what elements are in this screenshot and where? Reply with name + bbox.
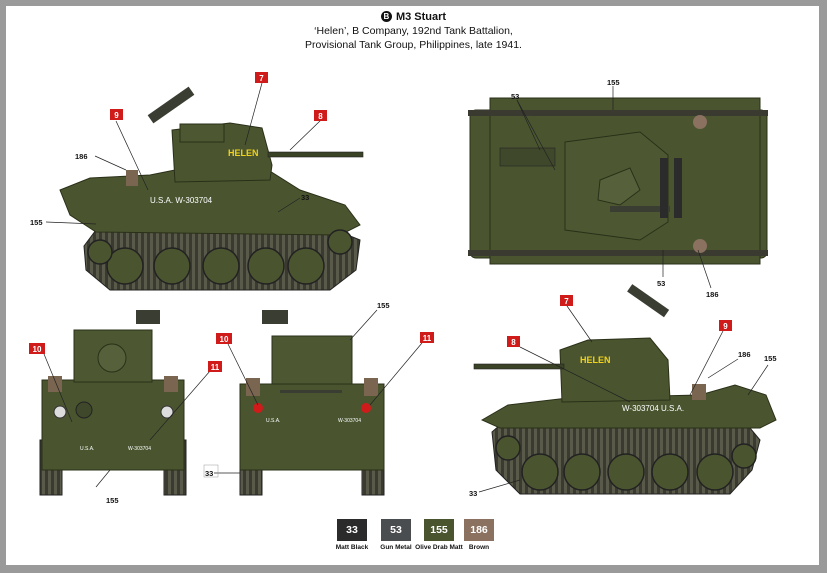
subtitle-line-1: ‘Helen’, B Company, 192nd Tank Battalion… — [314, 25, 513, 37]
swatch-155: 155 — [424, 519, 454, 541]
callout-10-rear-text: 10 — [220, 335, 229, 344]
callout-9-left-text: 9 — [114, 111, 119, 120]
leader-lines — [43, 82, 769, 493]
right-turret-name: HELEN — [580, 355, 611, 365]
top-view — [468, 97, 768, 265]
right-side-view: HELEN W-303704 U.S.A. — [473, 284, 777, 495]
label-155-front: 155 — [106, 496, 119, 505]
callout-8-left-text: 8 — [318, 112, 323, 121]
rear-usa: U.S.A. — [266, 418, 280, 424]
label-186-left: 186 — [75, 152, 88, 161]
swatch-33: 33 — [337, 519, 367, 541]
swatch-186-name: Brown — [468, 544, 490, 551]
callout-7-right-text: 7 — [564, 297, 569, 306]
label-33-rear-box — [203, 464, 219, 478]
callout-9-right-text: 9 — [723, 322, 728, 331]
left-serial: U.S.A. W-303704 — [150, 196, 213, 205]
swatch-155-name: Olive Drab Matt — [415, 544, 463, 551]
swatch-33-name: Matt Black — [335, 544, 369, 551]
callout-10-front — [29, 343, 45, 354]
label-186-top: 186 — [706, 290, 719, 299]
label-33-rear: 33 — [205, 469, 213, 478]
callout-7-right — [560, 295, 573, 306]
callout-11-rear-text: 11 — [423, 334, 432, 343]
callout-10-front-text: 10 — [33, 345, 42, 354]
title-text: M3 Stuart — [395, 11, 447, 23]
callout-11-front-text: 11 — [211, 363, 220, 372]
callouts: 7 8 9 10 11 10 11 7 8 9 — [29, 72, 732, 372]
front-view: U.S.A. W-303704 — [39, 310, 187, 496]
callout-7-left-text: 7 — [259, 74, 264, 83]
scheme-badge: B — [380, 11, 392, 22]
color-labels: 186 155 33 53 155 53 186 155 33 155 186 … — [30, 78, 777, 505]
label-33-right: 33 — [469, 489, 477, 498]
callout-7-left — [255, 72, 268, 83]
callout-8-left — [314, 110, 327, 121]
label-155-right: 155 — [764, 354, 777, 363]
label-53-top: 53 — [511, 92, 519, 101]
callout-8-right-text: 8 — [511, 338, 516, 347]
rear-serial: W-303704 — [338, 418, 361, 424]
right-serial: W-303704 U.S.A. — [622, 404, 684, 413]
swatch-186: 186 — [464, 519, 494, 541]
callout-8-right — [507, 336, 520, 347]
callout-10-rear — [216, 333, 232, 344]
label-33-left: 33 — [301, 193, 309, 202]
swatch-53-name: Gun Metal — [380, 544, 412, 551]
front-serial: W-303704 — [128, 446, 151, 452]
callout-9-left — [110, 109, 123, 120]
subtitle-line-2: Provisional Tank Group, Philippines, lat… — [305, 39, 522, 51]
label-155-top: 155 — [607, 78, 620, 87]
front-usa: U.S.A. — [80, 446, 94, 452]
label-53-top-b: 53 — [657, 279, 665, 288]
callout-11-rear — [420, 332, 434, 343]
callout-11-front — [208, 361, 222, 372]
label-186-right: 186 — [738, 350, 751, 359]
label-155-rear: 155 — [377, 301, 390, 310]
swatch-53: 53 — [381, 519, 411, 541]
left-side-view: HELEN U.S.A. W-303704 — [59, 86, 364, 291]
left-turret-name: HELEN — [228, 148, 259, 158]
label-155-left: 155 — [30, 218, 43, 227]
rear-view: U.S.A. W-303704 — [239, 310, 385, 496]
callout-9-right — [719, 320, 732, 331]
